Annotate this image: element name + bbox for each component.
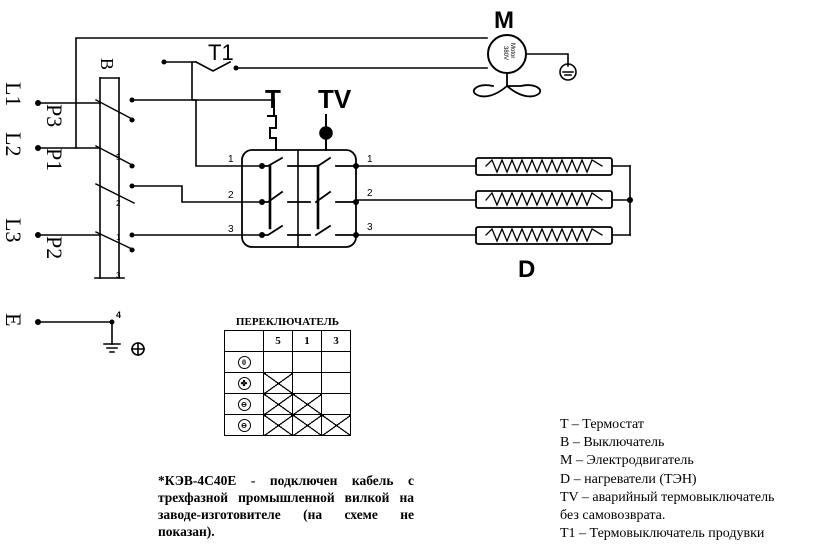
switch-table-cell-open [263, 351, 293, 373]
terminal-1-right: 1 [367, 154, 373, 165]
legend-line: M – Электродвигатель [560, 453, 694, 469]
switch-table-cell-closed [263, 414, 293, 436]
tv-label: TV [318, 84, 352, 114]
contact-p1-label: P1 [42, 148, 67, 171]
thermostat-box [241, 149, 357, 248]
line2-output-wire [131, 185, 263, 203]
legend: T – Термостат B – Выключатель M – Электрод… [560, 416, 815, 543]
legend-line: без самовозврата. [560, 508, 666, 524]
full-heat-icon: ⊖ [237, 418, 251, 432]
heater-element-3 [475, 226, 613, 245]
earth-label: E [1, 313, 26, 326]
motor-ground-icon [559, 63, 577, 81]
terminal-1-left: 1 [228, 154, 234, 165]
switch-table-cell-open [292, 351, 322, 373]
terminal-3-left: 3 [228, 224, 234, 235]
terminal-2-left: 2 [228, 190, 234, 201]
legend-line: TV – аварийный термовыключатель [560, 489, 775, 505]
table-row: 0 [224, 351, 351, 373]
switch-table-column-header: 1 [292, 330, 322, 352]
heater-element-2 [475, 190, 613, 209]
motor-label: M [494, 7, 514, 34]
node-4-label: 4 [116, 310, 121, 320]
switch-table-cell-closed [263, 393, 293, 415]
line1-output-wire [131, 99, 263, 167]
motor-text: Motor [509, 43, 515, 58]
switch-pos-1: 1 [116, 233, 121, 242]
half-heat-icon: ⊖ [237, 397, 251, 411]
off-icon: 0 [237, 355, 251, 369]
earth-ground-icon [103, 343, 121, 353]
motor-fan-icon [473, 72, 541, 98]
table-row: ⊖ [224, 414, 351, 436]
switch-table-cell-closed [321, 414, 351, 436]
thermostat-label: T [265, 84, 281, 114]
terminal-3-right: 3 [367, 222, 373, 233]
switch-table-column-header: 3 [321, 330, 351, 352]
switch-b-label: B [97, 58, 117, 70]
earth-wire [37, 321, 113, 345]
thermostat-symbol [267, 99, 277, 151]
switch-table-cell-closed [292, 393, 322, 415]
table-row: ✤ [224, 372, 351, 394]
legend-line: T1 – Термовыключатель продувки [560, 526, 765, 542]
switch-table-cell-open [321, 372, 351, 394]
switch-mode-cell: ⊖ [224, 393, 264, 415]
t1-label: T1 [208, 40, 234, 65]
heaters-label: D [518, 256, 535, 283]
phase-l3-label: L3 [1, 218, 26, 242]
switch-mode-cell: 0 [224, 351, 264, 373]
switch-pos-2: 2 [116, 199, 121, 208]
fan-icon: ✤ [237, 376, 251, 390]
footnote: *КЭВ-4С40Е - подключен кабель с трехфазн… [158, 473, 414, 539]
switch-table-cell-closed [292, 414, 322, 436]
switch-table-title: ПЕРЕКЛЮЧАТЕЛЬ [235, 316, 340, 328]
switch-pos-5: 5 [116, 153, 121, 162]
switch-table-cell-closed [263, 372, 293, 394]
switch-table-corner [224, 330, 264, 352]
switch-table-cell-open [292, 372, 322, 394]
t1-wire [163, 61, 488, 69]
switch-table-column-header: 5 [263, 330, 293, 352]
heater-element-1 [475, 157, 613, 176]
contact-p3-label: P3 [42, 104, 67, 127]
t1-switch-contact [194, 60, 232, 72]
phase-l1-label: L1 [1, 82, 26, 106]
motor-supply-wire [75, 37, 488, 149]
switch-pos-3: 3 [116, 271, 121, 280]
legend-line: B – Выключатель [560, 435, 665, 451]
motor-ground-wire [525, 53, 569, 67]
legend-line: D – нагреватели (ТЭН) [560, 471, 697, 487]
motor-voltage: 380V [502, 46, 508, 60]
switch-mode-cell: ⊖ [224, 414, 264, 436]
switch-b-top [94, 77, 125, 279]
terminal-2-right: 2 [367, 188, 373, 199]
switch-table-cell-open [321, 393, 351, 415]
phase-l2-label: L2 [1, 132, 26, 156]
switch-mode-cell: ✤ [224, 372, 264, 394]
legend-line: T – Термостат [560, 417, 644, 432]
switch-table-cell-open [321, 351, 351, 373]
tv-bulb-icon [319, 126, 333, 140]
contact-p2-label: P2 [42, 236, 67, 259]
table-row: ⊖ [224, 393, 351, 415]
